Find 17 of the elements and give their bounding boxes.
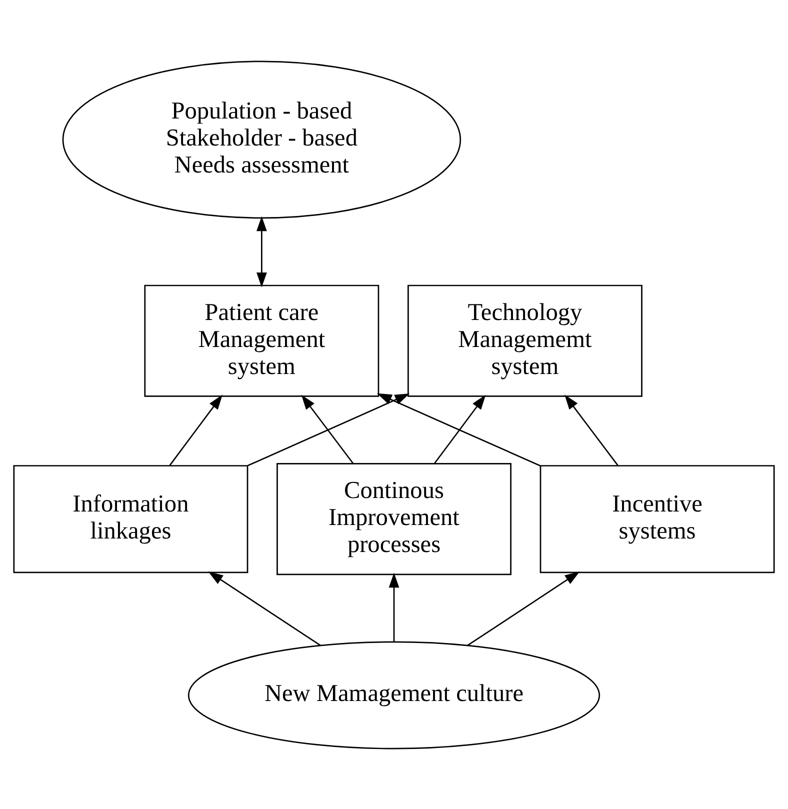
arrow xyxy=(564,394,618,466)
node-box: Incentive systems xyxy=(540,464,775,573)
arrow xyxy=(467,571,580,646)
arrow xyxy=(169,394,223,466)
arrow xyxy=(388,572,400,642)
node-box: Continous Improvement processes xyxy=(276,462,512,575)
arrow xyxy=(208,571,321,646)
node-box: Technology Managememt system xyxy=(408,284,642,396)
arrow xyxy=(434,394,486,464)
arrow xyxy=(301,394,354,464)
arrow xyxy=(248,393,410,466)
arrow xyxy=(376,392,540,466)
node-ellipse: Population - based Stakeholder - based Needs assessment xyxy=(62,60,462,218)
node-ellipse: New Mamagement culture xyxy=(188,640,600,749)
node-box: Information linkages xyxy=(13,464,248,573)
arrow xyxy=(256,216,267,287)
node-box: Patient care Management system xyxy=(144,284,380,396)
